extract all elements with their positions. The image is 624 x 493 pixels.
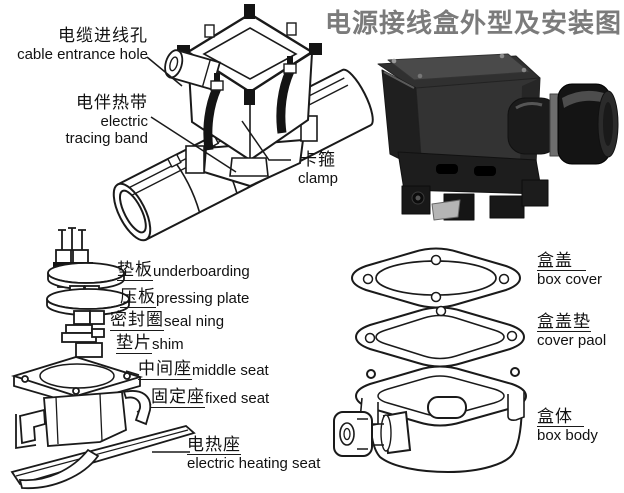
label-cable-entrance-hole: 电缆进线孔 cable entrance hole (0, 26, 148, 63)
tracing-band-en1: electric (100, 112, 148, 130)
page-title: 电源接线盒外型及安装图 (324, 8, 622, 38)
wires (58, 227, 86, 251)
label-clamp: 卡箍 clamp (290, 150, 346, 187)
label-cover-pad: 盒盖垫 cover paol (537, 312, 607, 350)
label-electric-heating-seat: 电热座 electric heating seat (187, 435, 321, 473)
leader-lines (125, 56, 291, 453)
label-box-cover: 盒盖 box cover (537, 251, 603, 289)
label-electric-tracing-band: 电伴热带 electric tracing band (0, 93, 148, 147)
clamp-zh: 卡箍 (300, 150, 336, 169)
clamp-en: clamp (297, 169, 338, 187)
cable-entrance-hole-part (164, 49, 221, 91)
cover-pad-part (354, 305, 526, 368)
label-box-body: 盒体 box body (537, 407, 598, 445)
underboarding-part (47, 262, 125, 290)
cable-entrance-hole-en: cable entrance hole (17, 45, 148, 63)
box-body-part (333, 365, 528, 474)
tracing-band-zh: 电伴热带 (76, 93, 148, 112)
seal-ring-part (73, 310, 105, 325)
cable-gland-part (333, 410, 412, 457)
junction-box-photo (377, 53, 619, 221)
shim-part (61, 324, 105, 358)
installation-drawing (112, 4, 374, 242)
box-exploded-drawing (333, 247, 528, 474)
electric-heating-seat-part (10, 425, 196, 490)
fixed-seat-part (15, 390, 152, 450)
cable-entrance-hole-zh: 电缆进线孔 (58, 26, 148, 45)
box-cover-part (350, 247, 522, 309)
pressing-plate-part (46, 288, 130, 316)
middle-seat-part (11, 356, 144, 405)
clamp-bands (203, 56, 297, 151)
tracing-band-en2: tracing band (65, 129, 148, 147)
seat-exploded-drawing (10, 227, 196, 490)
